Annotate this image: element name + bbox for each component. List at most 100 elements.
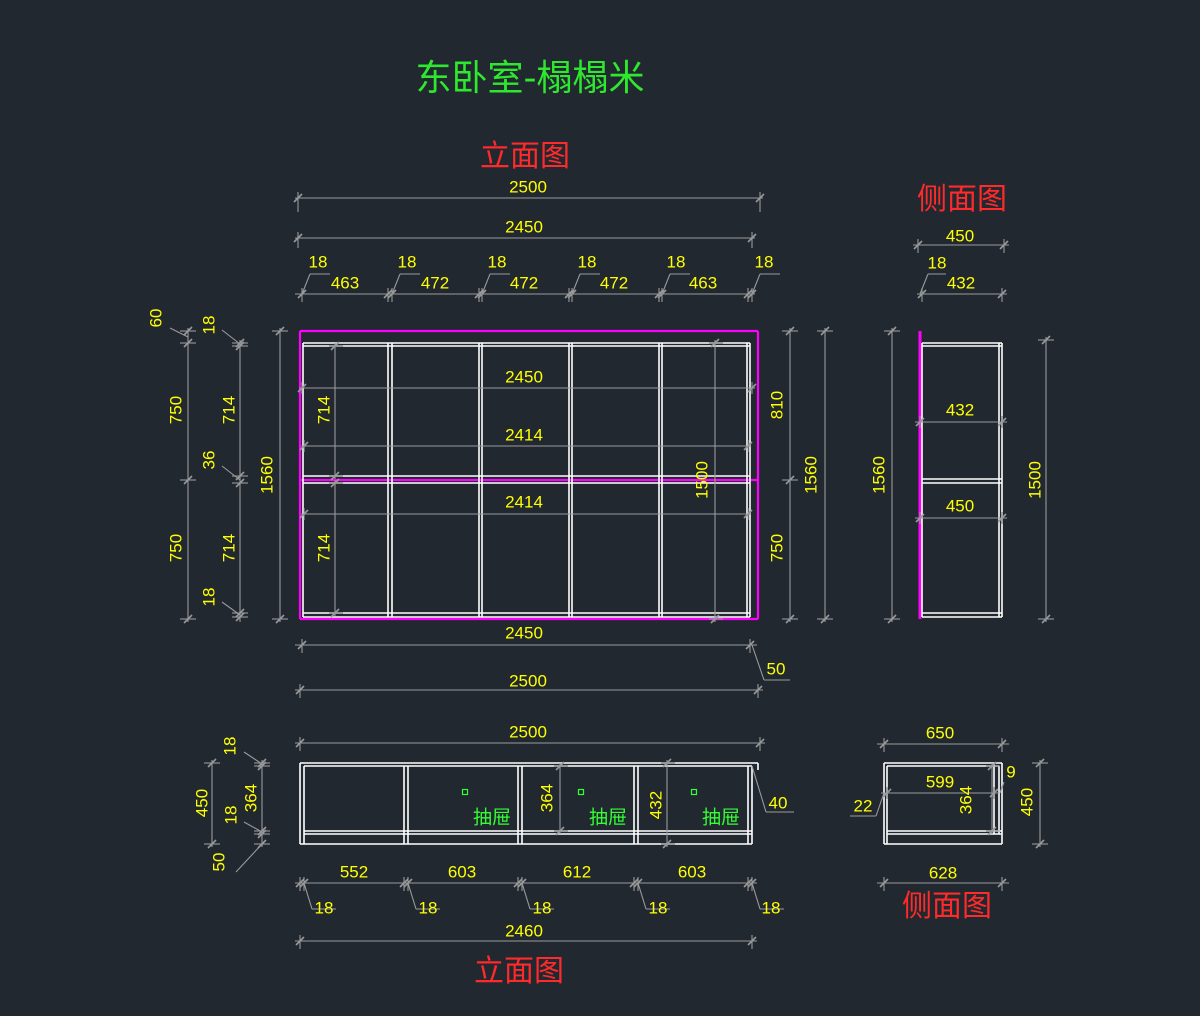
dim-side-offset: 50 — [767, 659, 786, 678]
dimension-line — [999, 781, 1005, 794]
bottom-side-heading: 侧面图 — [902, 889, 992, 924]
dimension-line — [751, 644, 765, 681]
dimension-line — [243, 751, 263, 765]
dim-bed-height: 450 — [192, 789, 211, 817]
dimension-line — [751, 273, 761, 295]
dim-plinth: 50 — [209, 853, 228, 872]
dimension-line — [169, 327, 189, 338]
dim-upper-height: 750 — [166, 396, 185, 424]
top-side-heading: 侧面图 — [917, 182, 1007, 217]
drawer-handle-marker — [461, 788, 469, 796]
dim-inner-drawer-height: 364 — [537, 784, 556, 812]
bottom-elevation-heading: 立面图 — [474, 954, 564, 989]
dim-cabinet-height: 1500 — [692, 461, 711, 499]
dimension-line — [221, 465, 241, 481]
dimension-line — [235, 843, 263, 873]
dim-front-offset: 22 — [854, 796, 873, 815]
dim-bay: 463 — [331, 273, 359, 292]
dim-bed-height: 450 — [1017, 788, 1036, 816]
dim-bay: 612 — [563, 862, 591, 881]
dimension-line — [919, 273, 929, 295]
drawer-label: 抽屉 — [589, 807, 627, 829]
dim-right-lower: 750 — [767, 534, 786, 562]
dim-panel: 18 — [309, 252, 328, 271]
dimension-line — [751, 882, 761, 910]
dim-mid-shelf: 36 — [199, 451, 218, 470]
dim-panel: 18 — [649, 898, 668, 917]
dim-panel: 18 — [578, 252, 597, 271]
drawer-label: 抽屉 — [702, 807, 740, 829]
dim-inner-depth: 628 — [929, 863, 957, 882]
dimension-line — [221, 601, 241, 616]
drawing-lines — [169, 192, 1054, 949]
dim-overall-width: 2500 — [509, 722, 547, 741]
dim-bay: 603 — [448, 862, 476, 881]
dimension-line — [407, 882, 417, 910]
dimension-line — [571, 273, 581, 295]
top-elevation-dims: 2500 2450 18 18 18 18 18 18 463 472 472 … — [146, 177, 820, 690]
dim-bottom-inner-width: 2450 — [505, 623, 543, 642]
dim-cabinet-height: 1500 — [1025, 461, 1044, 499]
dim-lower-depth: 450 — [946, 496, 974, 515]
dim-right-upper: 810 — [767, 391, 786, 419]
dim-bottom-overall-width: 2500 — [509, 671, 547, 690]
dim-inner-height: 432 — [646, 791, 665, 819]
dim-inner-width-a: 2450 — [505, 367, 543, 386]
bottom-elevation-dims: 2500 18 450 364 18 50 364 432 40 552 603… — [192, 722, 787, 940]
dim-panel: 18 — [762, 898, 781, 917]
dimension-line — [637, 882, 647, 910]
dim-panel: 18 — [667, 252, 686, 271]
drawer-label: 抽屉 — [473, 807, 511, 829]
dim-bay: 472 — [510, 273, 538, 292]
dimension-line — [243, 821, 263, 833]
dim-overall-width: 2500 — [509, 177, 547, 196]
dim-total-width: 2460 — [505, 921, 543, 940]
dimension-line — [875, 792, 885, 817]
drawer-handle-marker — [690, 788, 698, 796]
dim-bay: 472 — [421, 273, 449, 292]
dimension-line — [391, 273, 401, 295]
dim-total-height-right: 1560 — [801, 456, 820, 494]
dim-depth: 650 — [926, 723, 954, 742]
dimension-line — [521, 882, 531, 910]
dim-inner-width-c: 2414 — [505, 492, 543, 511]
top-elevation-heading: 立面图 — [480, 139, 570, 174]
dim-panel: 18 — [928, 253, 947, 272]
dim-upper-clear: 714 — [219, 396, 238, 424]
dim-drawer-depth: 599 — [926, 772, 954, 791]
dimension-line — [221, 329, 241, 345]
dim-bottom-panel: 18 — [221, 806, 240, 825]
dim-inner-upper: 714 — [314, 396, 333, 424]
dim-panel: 18 — [533, 898, 552, 917]
dim-bay: 463 — [689, 273, 717, 292]
dimension-line — [301, 273, 311, 295]
dim-depth: 450 — [946, 226, 974, 245]
dim-panel: 18 — [419, 898, 438, 917]
bottom-side-dims: 650 599 9 22 364 450 628 — [854, 723, 1037, 882]
dim-inner-width: 2450 — [505, 217, 543, 236]
dim-total-height-left: 1560 — [257, 456, 276, 494]
dimension-line — [303, 882, 313, 910]
dim-panel: 18 — [398, 252, 417, 271]
dim-inner-depth: 432 — [947, 273, 975, 292]
dim-panel: 18 — [755, 252, 774, 271]
dim-gap: 9 — [1006, 762, 1015, 781]
dim-total-height: 1560 — [869, 456, 888, 494]
dim-panel: 18 — [488, 252, 507, 271]
top-side-dims: 450 18 432 1560 1500 432 450 — [869, 226, 1044, 515]
dim-drawer-height: 364 — [956, 786, 975, 814]
dim-bay: 603 — [678, 862, 706, 881]
drawer-handle-marker — [577, 788, 585, 796]
dim-upper-depth: 432 — [946, 400, 974, 419]
dim-right-offset: 40 — [769, 793, 788, 812]
dimension-line — [751, 765, 767, 813]
dim-lower-clear: 714 — [219, 534, 238, 562]
dim-top-gap: 60 — [146, 309, 165, 328]
dimension-line — [481, 273, 491, 295]
dimension-line — [661, 273, 671, 295]
dim-bay: 472 — [600, 273, 628, 292]
dim-drawer-height: 364 — [241, 784, 260, 812]
dim-inner-lower: 714 — [314, 534, 333, 562]
